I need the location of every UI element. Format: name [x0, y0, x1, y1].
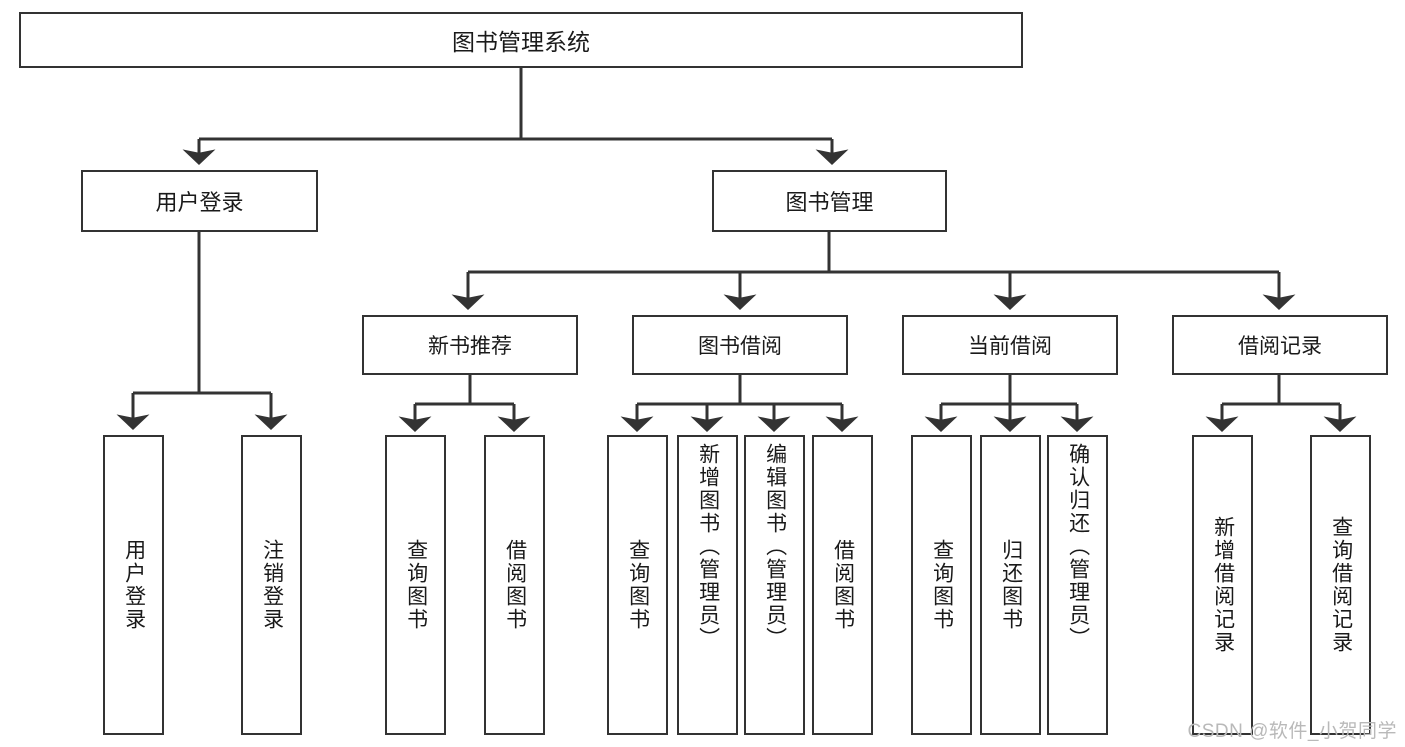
- node-label: 注销登录: [260, 539, 284, 631]
- leaf-user-login-logout[interactable]: 注销登录: [241, 435, 302, 735]
- leaf-text-wrap: 注销登录: [244, 443, 299, 727]
- node-label: 查询借阅记录: [1329, 516, 1353, 654]
- leaf-user-login-login[interactable]: 用户登录: [103, 435, 164, 735]
- node-label: 借阅记录: [1238, 335, 1322, 358]
- node-label: 借阅图书: [503, 539, 527, 631]
- leaf-text-wrap: 查询图书: [914, 443, 969, 727]
- leaf-text-wrap: 借阅图书: [487, 443, 542, 727]
- leaf-text-wrap: 查询借阅记录: [1313, 443, 1368, 727]
- leaf-text-wrap: 新增图书（管理员）: [680, 443, 735, 727]
- node-new-book-recommend[interactable]: 新书推荐: [362, 315, 578, 375]
- node-book-management[interactable]: 图书管理: [712, 170, 947, 232]
- node-label: 新书推荐: [428, 335, 512, 358]
- node-label: 归还图书: [999, 539, 1023, 631]
- leaf-book-borrow-add-book-admin[interactable]: 新增图书（管理员）: [677, 435, 738, 735]
- leaf-text-wrap: 用户登录: [106, 443, 161, 727]
- node-label: 用户登录: [155, 190, 244, 215]
- node-current-borrow[interactable]: 当前借阅: [902, 315, 1118, 375]
- node-book-borrow[interactable]: 图书借阅: [632, 315, 848, 375]
- node-user-login[interactable]: 用户登录: [81, 170, 318, 232]
- node-label: 编辑图书（管理员）: [763, 443, 787, 650]
- node-label: 借阅图书: [831, 539, 855, 631]
- node-label: 图书管理: [785, 190, 874, 215]
- node-label: 确认归还（管理员）: [1066, 443, 1090, 650]
- leaf-text-wrap: 编辑图书（管理员）: [747, 443, 802, 727]
- leaf-borrow-record-add-record[interactable]: 新增借阅记录: [1192, 435, 1253, 735]
- leaf-text-wrap: 借阅图书: [815, 443, 870, 727]
- node-label: 新增图书（管理员）: [696, 443, 720, 650]
- leaf-current-borrow-confirm-return-admin[interactable]: 确认归还（管理员）: [1047, 435, 1108, 735]
- leaf-text-wrap: 新增借阅记录: [1195, 443, 1250, 727]
- node-borrow-record[interactable]: 借阅记录: [1172, 315, 1388, 375]
- leaf-current-borrow-return-book[interactable]: 归还图书: [980, 435, 1041, 735]
- leaf-new-book-borrow-book[interactable]: 借阅图书: [484, 435, 545, 735]
- leaf-book-borrow-edit-book-admin[interactable]: 编辑图书（管理员）: [744, 435, 805, 735]
- node-root-book-management-system[interactable]: 图书管理系统: [19, 12, 1023, 68]
- node-label: 新增借阅记录: [1211, 516, 1235, 654]
- leaf-book-borrow-borrow-book[interactable]: 借阅图书: [812, 435, 873, 735]
- leaf-borrow-record-query-record[interactable]: 查询借阅记录: [1310, 435, 1371, 735]
- node-label: 查询图书: [404, 539, 428, 631]
- leaf-text-wrap: 归还图书: [983, 443, 1038, 727]
- node-label: 查询图书: [626, 539, 650, 631]
- leaf-new-book-query-book[interactable]: 查询图书: [385, 435, 446, 735]
- watermark-text: CSDN @软件_小贺同学: [1187, 721, 1397, 742]
- leaf-text-wrap: 查询图书: [610, 443, 665, 727]
- node-label: 图书管理系统: [452, 29, 590, 55]
- leaf-book-borrow-query-book[interactable]: 查询图书: [607, 435, 668, 735]
- node-label: 用户登录: [122, 539, 146, 631]
- leaf-text-wrap: 查询图书: [388, 443, 443, 727]
- leaf-text-wrap: 确认归还（管理员）: [1050, 443, 1105, 727]
- node-label: 查询图书: [930, 539, 954, 631]
- node-label: 图书借阅: [698, 335, 782, 358]
- leaf-current-borrow-query-book[interactable]: 查询图书: [911, 435, 972, 735]
- node-label: 当前借阅: [968, 335, 1052, 358]
